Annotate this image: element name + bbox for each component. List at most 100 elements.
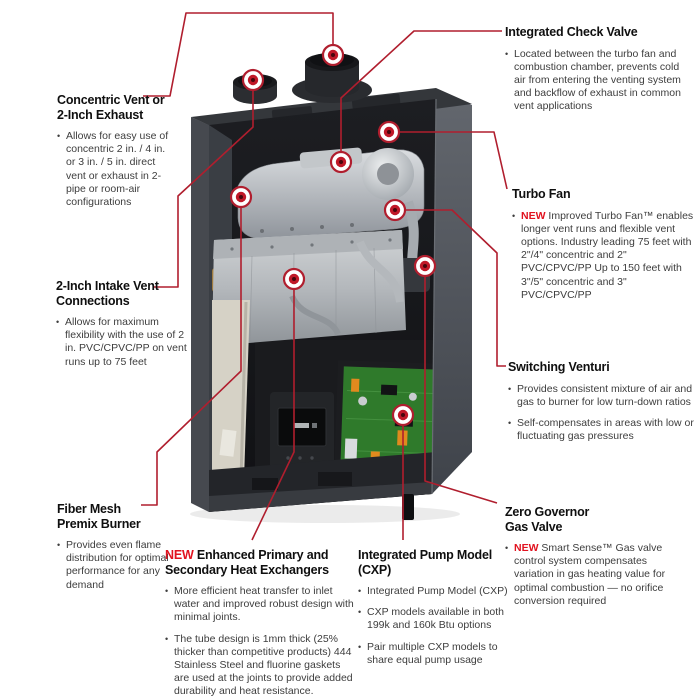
callout-line-check-valve (340, 30, 502, 151)
callout-title: Turbo Fan (512, 187, 694, 202)
title-text: Premix Burner (57, 516, 141, 531)
callout-bullets: Provides even flame distribution for opt… (57, 539, 169, 592)
bullet-text: Improved Turbo Fan™ enables longer vent … (521, 209, 694, 301)
callout-concentric-exhaust: Concentric Vent or2-Inch ExhaustAllows f… (57, 93, 177, 217)
callout-line-intake-vent (154, 90, 254, 288)
title-text: Switching Venturi (508, 360, 610, 374)
callout-title: Integrated Pump Model(CXP) (358, 548, 526, 577)
controller-display (270, 392, 334, 472)
bullet-text: Pair multiple CXP models to share equal … (367, 640, 498, 666)
callout-bullet: The tube design is 1mm thick (25% thicke… (165, 633, 357, 699)
callout-bullet: Provides consistent mixture of air and g… (508, 383, 694, 409)
title-text: Concentric Vent or (57, 93, 165, 107)
bullet-text: Provides consistent mixture of air and g… (517, 382, 693, 408)
bullet-text: The tube design is 1mm thick (25% thicke… (174, 632, 353, 698)
new-badge-text: NEW (514, 542, 539, 554)
callout-bullets: More efficient heat transfer to inlet wa… (165, 585, 357, 699)
cabinet-corner-highlight (431, 98, 437, 495)
callout-bullet: Allows for easy use of concentric 2 in. … (57, 130, 177, 209)
callout-title: Integrated Check Valve (505, 25, 683, 40)
title-text: 2-Inch Exhaust (57, 107, 144, 122)
title-text: Zero Governor (505, 505, 590, 519)
callout-bullet: Pair multiple CXP models to share equal … (358, 641, 526, 667)
callout-bullets: Provides consistent mixture of air and g… (508, 383, 694, 444)
callout-bullets: Allows for easy use of concentric 2 in. … (57, 130, 177, 209)
bullet-text: Located between the turbo fan and combus… (514, 47, 681, 113)
callout-title: Switching Venturi (508, 360, 694, 375)
title-text: Connections (56, 293, 130, 308)
callout-pump-model: Integrated Pump Model(CXP)Integrated Pum… (358, 548, 526, 675)
callout-line-zero-governor (424, 276, 498, 504)
marker-intake-vent (241, 68, 265, 92)
bullet-text: Allows for maximum flexibility with the … (65, 316, 187, 368)
callout-check-valve: Integrated Check ValveLocated between th… (505, 25, 683, 122)
callout-bullets: Located between the turbo fan and combus… (505, 48, 683, 114)
callout-bullet: Self-compensates in areas with low or fl… (508, 417, 694, 443)
title-text: 2-Inch Intake Vent (56, 279, 159, 293)
cabinet-side-panel (432, 92, 472, 494)
condensate-pipe (289, 294, 341, 336)
callout-line-switching-venturi (404, 209, 506, 367)
title-text: (CXP) (358, 562, 392, 577)
callout-line-turbo-fan (399, 131, 508, 190)
bullet-text: More efficient heat transfer to inlet wa… (174, 585, 354, 624)
marker-heat-exchangers (282, 267, 306, 291)
callout-bullets: NEW Smart Sense™ Gas valve control syste… (505, 542, 683, 608)
callout-intake-vent: 2-Inch Intake VentConnectionsAllows for … (56, 279, 198, 377)
callout-bullets: Allows for maximum flexibility with the … (56, 316, 198, 369)
title-text: Secondary Heat Exchangers (165, 562, 329, 577)
marker-check-valve (329, 150, 353, 174)
title-text: Integrated Pump Model (358, 548, 493, 562)
marker-turbo-fan (377, 120, 401, 144)
callout-bullet: More efficient heat transfer to inlet wa… (165, 585, 357, 625)
water-pipe (356, 240, 404, 303)
title-text: Integrated Check Valve (505, 25, 638, 39)
marker-zero-governor (413, 254, 437, 278)
drain-stub (402, 494, 414, 520)
bullet-text: CXP models available in both 199k and 16… (367, 606, 504, 632)
marker-switching-venturi (383, 198, 407, 222)
callout-line-fiber-mesh (141, 207, 242, 506)
bullet-text: Integrated Pump Model (CXP) (367, 585, 508, 597)
marker-pump-model (391, 403, 415, 427)
bullet-text: Self-compensates in areas with low or fl… (517, 416, 694, 443)
bullet-text: Provides even flame distribution for opt… (66, 539, 169, 591)
callout-bullets: Integrated Pump Model (CXP) CXP models av… (358, 585, 526, 667)
internal-components (209, 125, 436, 512)
callout-line-concentric-exhaust (143, 12, 334, 97)
callout-bullet: Integrated Pump Model (CXP) (358, 585, 526, 598)
new-badge-text: NEW (165, 548, 194, 562)
marker-fiber-mesh (229, 185, 253, 209)
marker-concentric-exhaust (321, 43, 345, 67)
callout-bullet: Allows for maximum flexibility with the … (56, 316, 198, 369)
callout-turbo-fan: Turbo FanNEW Improved Turbo Fan™ enables… (512, 187, 694, 310)
callout-bullet: NEW Smart Sense™ Gas valve control syste… (505, 542, 683, 608)
callout-switching-venturi: Switching VenturiProvides consistent mix… (508, 360, 694, 451)
callout-bullet: NEW Improved Turbo Fan™ enables longer v… (512, 210, 694, 302)
callout-bullet: CXP models available in both 199k and 16… (358, 606, 526, 632)
floor-shadow (190, 505, 460, 523)
title-text: Turbo Fan (512, 187, 571, 201)
title-text: Fiber Mesh (57, 502, 121, 516)
callout-bullets: NEW Improved Turbo Fan™ enables longer v… (512, 210, 694, 302)
cabinet-left-edge (191, 117, 209, 512)
callout-bullet: Located between the turbo fan and combus… (505, 48, 683, 114)
title-text: Enhanced Primary and (193, 548, 329, 562)
callout-line-heat-exchangers (251, 289, 295, 541)
callout-bullet: Provides even flame distribution for opt… (57, 539, 169, 592)
bullet-text: Smart Sense™ Gas valve control system co… (514, 542, 666, 607)
new-badge-text: NEW (521, 209, 546, 222)
base-front-lip (209, 482, 432, 512)
title-text: Gas Valve (505, 519, 563, 534)
